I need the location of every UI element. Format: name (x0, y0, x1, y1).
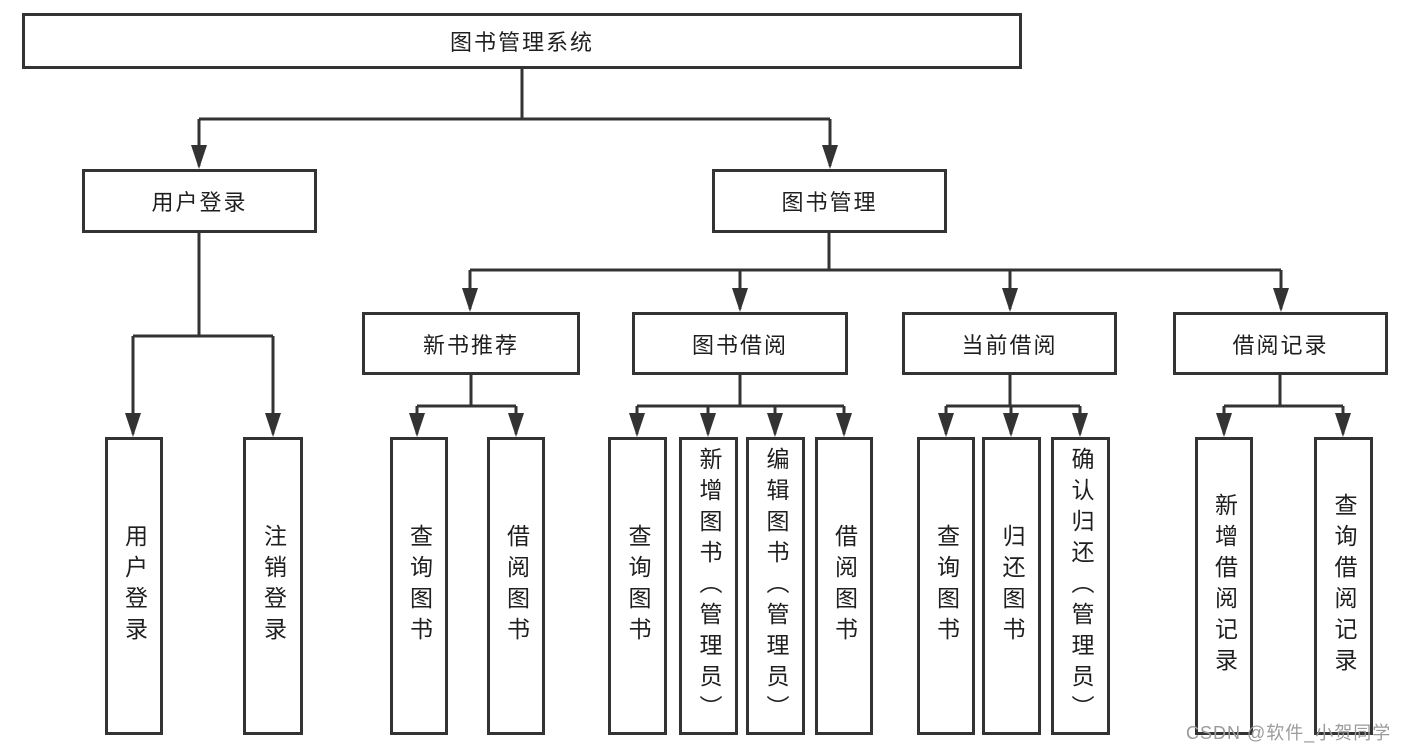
leaf-query-borrow-record: 查询借阅记录 (1314, 437, 1373, 735)
leaf-label: 新增图书（管理员） (696, 446, 722, 726)
leaf-query-books-recommend: 查询图书 (390, 437, 448, 735)
node-current-borrowing: 当前借阅 (902, 312, 1117, 375)
leaf-add-borrow-record: 新增借阅记录 (1195, 437, 1253, 735)
connector-lines (131, 67, 1345, 434)
leaf-label: 查询图书 (625, 524, 651, 648)
node-library-management-system: 图书管理系统 (22, 13, 1022, 69)
leaf-label: 查询借阅记录 (1331, 493, 1357, 679)
leaf-label: 借阅图书 (831, 524, 858, 648)
leaf-borrow-books: 借阅图书 (815, 437, 873, 735)
node-borrowing-records: 借阅记录 (1173, 312, 1388, 375)
leaf-borrow-books-recommend: 借阅图书 (487, 437, 545, 735)
node-user-login: 用户登录 (82, 169, 317, 233)
leaf-label: 查询图书 (406, 524, 433, 648)
node-label: 借阅记录 (1232, 332, 1329, 358)
leaf-add-book-admin: 新增图书（管理员） (679, 437, 738, 735)
leaf-label: 编辑图书（管理员） (763, 446, 789, 726)
leaf-label: 注销登录 (260, 524, 287, 648)
leaf-logout-login: 注销登录 (243, 437, 303, 735)
leaf-edit-book-admin: 编辑图书（管理员） (746, 437, 805, 735)
node-book-borrowing: 图书借阅 (632, 312, 848, 375)
csdn-watermark: CSDN @软件_小贺同学 (1186, 723, 1392, 743)
leaf-label: 新增借阅记录 (1211, 493, 1238, 679)
node-label: 图书管理系统 (449, 30, 594, 55)
node-label: 图书管理 (781, 190, 878, 215)
node-label: 新书推荐 (422, 332, 519, 358)
node-label: 当前借阅 (961, 332, 1058, 358)
node-label: 用户登录 (151, 190, 248, 215)
leaf-user-login: 用户登录 (105, 437, 163, 735)
leaf-return-book: 归还图书 (982, 437, 1041, 735)
leaf-label: 用户登录 (121, 524, 148, 648)
leaf-query-books-borrow: 查询图书 (608, 437, 667, 735)
leaf-label: 确认归还（管理员） (1068, 446, 1094, 726)
node-label: 图书借阅 (691, 332, 788, 358)
node-book-management: 图书管理 (712, 169, 947, 233)
leaf-label: 借阅图书 (503, 524, 530, 648)
leaf-confirm-return-admin: 确认归还（管理员） (1051, 437, 1110, 735)
leaf-label: 归还图书 (999, 524, 1025, 648)
leaf-query-books-current: 查询图书 (917, 437, 975, 735)
node-new-book-recommend: 新书推荐 (362, 312, 580, 375)
leaf-label: 查询图书 (933, 524, 960, 648)
